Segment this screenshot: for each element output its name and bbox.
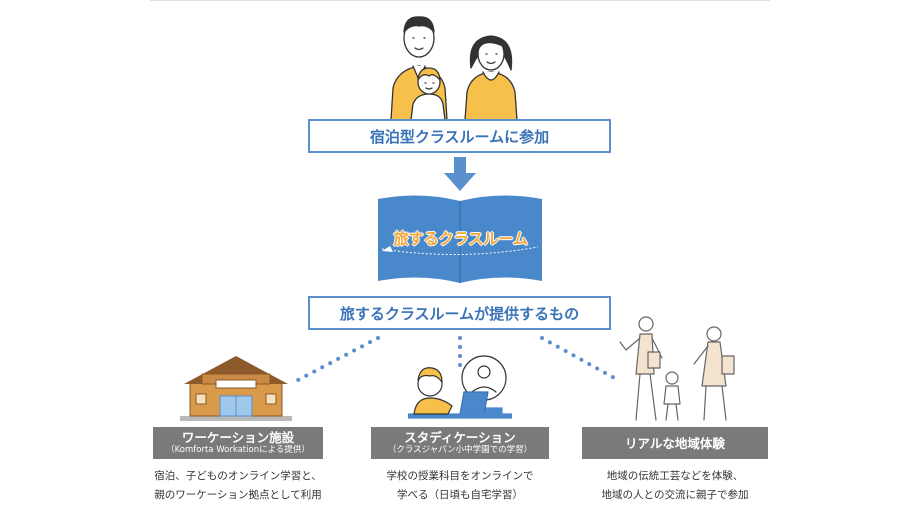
step-join-label: 宿泊型クラスルームに参加 xyxy=(369,127,550,146)
offering-study-line-2: 学べる（日頃も自宅学習） xyxy=(397,489,523,501)
offering-real-line-1: 地域の伝統工芸などを体験、 xyxy=(606,470,744,482)
open-book-icon xyxy=(378,195,542,283)
offering-work-line-1: 宿泊、子どものオンライン学習と、 xyxy=(154,470,322,482)
offering-work-label: ワーケーション施設 （Komforta Workationによる提供） xyxy=(153,427,323,459)
step-join-box: 宿泊型クラスルームに参加 xyxy=(308,119,611,153)
building-icon xyxy=(180,356,292,421)
family-illustration xyxy=(390,16,518,120)
offering-real-label: リアルな地域体験 xyxy=(582,427,768,459)
dotted-connector-icon xyxy=(296,336,620,382)
offering-real-description: 地域の伝統工芸などを体験、 地域の人との交流に親子で参加 xyxy=(575,467,775,505)
offering-study-line-1: 学校の授業科目をオンラインで xyxy=(386,470,534,482)
offering-real-title: リアルな地域体験 xyxy=(625,435,725,451)
offering-real-line-2: 地域の人との交流に親子で参加 xyxy=(601,489,749,501)
offering-work-subtitle: （Komforta Workationによる提供） xyxy=(166,445,310,455)
arrow-down-icon xyxy=(444,157,476,191)
offering-study-subtitle: （クラスジャパン小中学園での学習） xyxy=(387,445,533,455)
offering-study-title: スタディケーション xyxy=(404,430,516,445)
book-logo: 旅するクラスルーム xyxy=(393,230,528,248)
offering-work-description: 宿泊、子どものオンライン学習と、 親のワーケーション拠点として利用 xyxy=(143,467,333,505)
offering-study-description: 学校の授業科目をオンラインで 学べる（日頃も自宅学習） xyxy=(368,467,552,505)
offering-study-label: スタディケーション （クラスジャパン小中学園での学習） xyxy=(371,427,549,459)
family-walking-icon xyxy=(619,316,735,421)
top-rule xyxy=(150,0,770,1)
offering-work-line-2: 親のワーケーション拠点として利用 xyxy=(154,489,322,501)
step-offer-label: 旅するクラスルームが提供するもの xyxy=(339,304,580,323)
offering-work-title: ワーケーション施設 xyxy=(181,430,295,445)
student-laptop-icon xyxy=(408,355,512,419)
step-offer-box: 旅するクラスルームが提供するもの xyxy=(308,296,611,330)
